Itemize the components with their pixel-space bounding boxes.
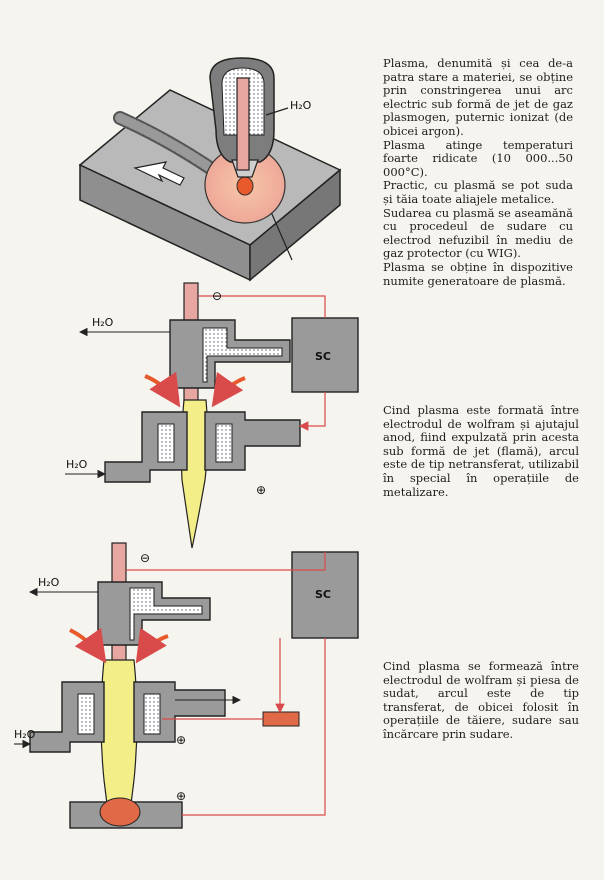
resistor [262, 711, 300, 727]
positive-pole-icon: ⊕ [256, 483, 266, 497]
nontransferred-arc-figure: H₂O H₂O SC ⊖ ⊕ [65, 282, 359, 549]
positive-pole-icon: ⊕ [176, 789, 186, 803]
intro-paragraph: Sudarea cu plasmă se aseamănă cu procede… [383, 205, 573, 261]
weld-pool [99, 797, 141, 827]
transferred-arc-text: Cind plasma se formează între electrodul… [383, 659, 579, 742]
electrode [236, 77, 250, 171]
nontransferred-arc-text: Cind plasma este formată între electrodu… [383, 403, 579, 499]
gas-arrow-icon [144, 371, 181, 408]
workpiece-side [249, 168, 341, 282]
power-source-label: SC [315, 350, 331, 363]
intro-paragraph: Practic, cu plasmă se pot suda și tăia t… [383, 178, 573, 206]
water-label: H₂O [38, 576, 60, 589]
water-label: H₂O [66, 458, 88, 471]
gas-arrow-icon [211, 371, 246, 408]
water-label: H₂O [290, 99, 312, 112]
transferred-paragraph: Cind plasma se formează între electrodul… [383, 659, 579, 741]
intro-paragraph: Plasma atinge temperaturi foarte ridicat… [383, 137, 573, 179]
direction-arrow-icon [133, 161, 185, 186]
power-source-label: SC [315, 588, 331, 601]
gas-arrow-icon [135, 627, 169, 664]
intro-paragraph: Plasma, denumită și cea de-a patra stare… [383, 56, 573, 138]
positive-pole-icon: ⊕ [176, 733, 186, 747]
negative-pole-icon: ⊖ [140, 551, 150, 565]
torch-isometric-figure: H₂O [78, 57, 342, 282]
negative-pole-icon: ⊖ [212, 289, 222, 303]
nontransferred-paragraph: Cind plasma este formată între electrodu… [383, 403, 579, 499]
water-label: H₂O [14, 728, 36, 741]
intro-paragraph: Plasma se obține în dispozitive numite g… [383, 259, 573, 288]
gas-arrow-icon [69, 627, 107, 664]
arc-spot [236, 176, 254, 196]
water-label: H₂O [92, 316, 114, 329]
intro-text: Plasma, denumită și cea de-a patra stare… [383, 56, 573, 288]
anode-left [104, 411, 188, 483]
plasma-column [100, 659, 138, 813]
transferred-arc-figure: H₂O H₂O SC ⊖ ⊕ ⊕ [14, 542, 359, 829]
